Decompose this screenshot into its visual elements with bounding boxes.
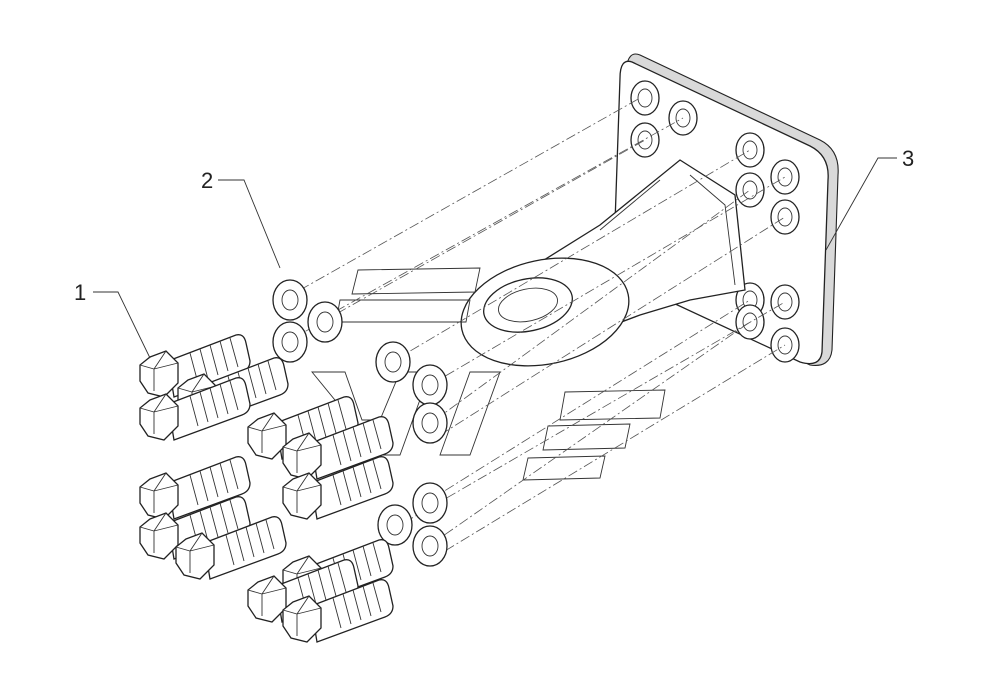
callout-label-3: 3	[902, 146, 914, 171]
leader-line-1	[93, 291, 151, 359]
callout-label-2: 2	[201, 168, 213, 193]
plate-holes	[630, 80, 800, 363]
bolt-group	[139, 334, 394, 643]
washer	[272, 321, 308, 363]
washer	[412, 402, 448, 444]
washer	[377, 504, 413, 546]
washer	[272, 279, 308, 321]
washer	[307, 301, 343, 343]
washer	[412, 525, 448, 567]
leader-line-3	[825, 157, 897, 251]
leader-line-2	[218, 179, 281, 269]
tow-eye	[460, 257, 630, 367]
washer	[375, 341, 411, 383]
callout-label-1: 1	[74, 280, 86, 305]
washer-group	[272, 279, 448, 567]
washer	[412, 482, 448, 524]
washer	[412, 364, 448, 406]
alignment-lines	[289, 97, 786, 561]
tow-eye-bracket	[460, 53, 839, 367]
